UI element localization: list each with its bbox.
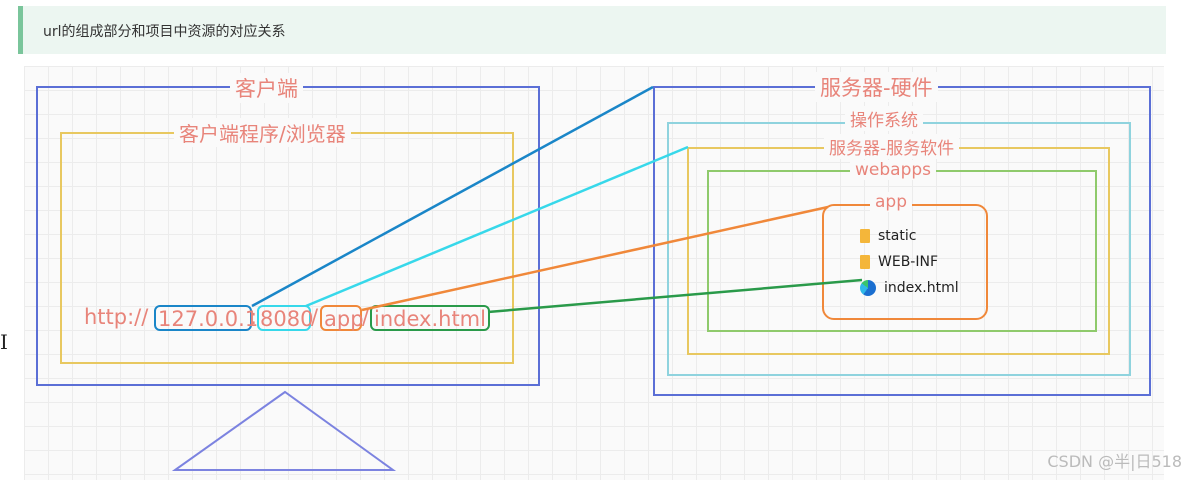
url-port: 8080 — [257, 305, 313, 331]
file-label-static: static — [878, 228, 917, 244]
line-port-to-software — [305, 145, 689, 308]
server-software-title: 服务器-服务软件 — [824, 134, 960, 159]
text-cursor-icon: I — [0, 330, 8, 354]
folder-icon — [860, 229, 870, 243]
line-file-to-index — [487, 278, 863, 314]
os-title: 操作系统 — [845, 106, 923, 131]
page-title: url的组成部分和项目中资源的对应关系 — [43, 24, 286, 40]
url-file: index.html — [370, 305, 490, 331]
file-item-web-inf: WEB-INF — [860, 252, 938, 272]
url-slash-1: / — [311, 305, 319, 329]
watermark: CSDN @半|日518 — [1047, 452, 1182, 471]
line-app-to-app — [361, 205, 829, 312]
url-host: 127.0.0.1 — [154, 305, 258, 331]
folder-icon — [860, 255, 870, 269]
file-item-index-html: index.html — [860, 278, 959, 298]
server-hardware-title: 服务器-硬件 — [815, 72, 938, 102]
webapps-title: webapps — [850, 160, 937, 180]
file-label-index-html: index.html — [884, 280, 959, 296]
app-title: app — [870, 192, 912, 212]
file-item-static: static — [860, 226, 916, 246]
header-bar: url的组成部分和项目中资源的对应关系 — [18, 6, 1166, 54]
url-slash-2: / — [362, 305, 370, 329]
file-label-web-inf: WEB-INF — [878, 254, 938, 270]
url-colon: : — [250, 305, 258, 329]
url-protocol: http:// — [84, 305, 149, 329]
client-title: 客户端 — [230, 73, 303, 103]
browser-title: 客户端程序/浏览器 — [174, 118, 351, 147]
url-app: app — [320, 305, 364, 331]
line-host-to-server — [251, 85, 654, 308]
edge-browser-icon — [860, 280, 876, 296]
